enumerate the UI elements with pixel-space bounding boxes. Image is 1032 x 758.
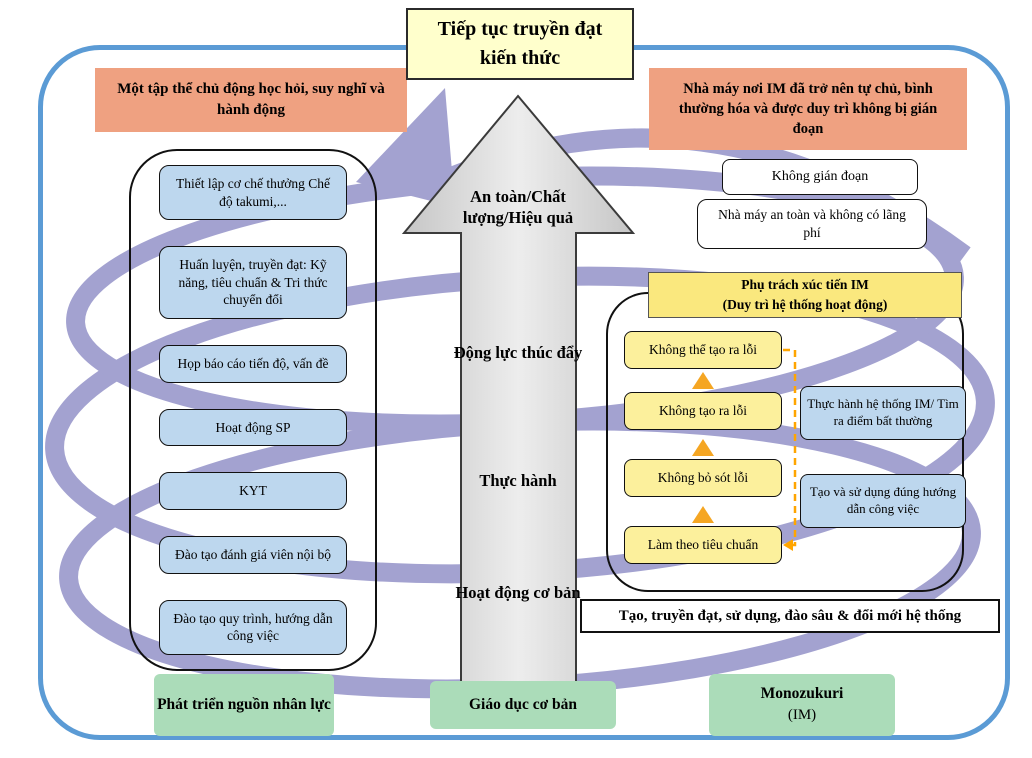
im-step-item: Không tạo ra lỗi bbox=[624, 392, 782, 430]
learning-collective-text: Một tập thể chủ động học hỏi, suy nghĩ v… bbox=[117, 81, 385, 118]
arrow-level-text: An toàn/Chất lượng/Hiệu quả bbox=[462, 187, 574, 228]
arrow-level-motivation: Động lực thúc đẩy bbox=[448, 342, 588, 363]
hr-activity-item: Hoạt động SP bbox=[159, 408, 347, 447]
footer-hr-development: Phát triển nguồn nhân lực bbox=[154, 674, 334, 736]
system-renewal-text: Tạo, truyền đạt, sử dụng, đào sâu & đổi … bbox=[618, 607, 962, 624]
arrow-level-text: Thực hành bbox=[479, 471, 557, 490]
hr-activity-item: Thiết lập cơ chế thưởng Chế độ takumi,..… bbox=[159, 165, 347, 221]
autonomous-factory-text: Nhà máy nơi IM đã trở nên tự chủ, bình t… bbox=[678, 80, 938, 138]
step-up-arrow-icon bbox=[692, 439, 714, 456]
no-interruption-note: Không gián đoạn bbox=[722, 159, 918, 195]
learning-collective-banner: Một tập thể chủ động học hỏi, suy nghĩ v… bbox=[95, 68, 407, 132]
hr-activity-item: Đào tạo quy trình, hướng dẫn công việc bbox=[159, 599, 347, 655]
hr-activity-item: Đào tạo đánh giá viên nội bộ bbox=[159, 536, 347, 574]
arrow-level-practice: Thực hành bbox=[448, 470, 588, 491]
step-up-arrow-icon bbox=[692, 506, 714, 523]
footer-basic-education: Giáo dục cơ bản bbox=[430, 681, 616, 729]
im-header-line2: (Duy trì hệ thống hoạt động) bbox=[722, 297, 888, 312]
arrow-level-text: Hoạt động cơ bản bbox=[455, 583, 581, 602]
safe-factory-text: Nhà máy an toàn và không có lãng phí bbox=[718, 207, 906, 240]
arrow-level-text: Động lực thúc đẩy bbox=[453, 343, 583, 362]
title-text: Tiếp tục truyền đạt kiến thức bbox=[437, 18, 603, 69]
hr-activity-item: Họp báo cáo tiến độ, vấn đề bbox=[159, 345, 347, 383]
footer-monozukuri: Monozukuri (IM) bbox=[709, 674, 895, 736]
arrow-level-safety-quality: An toàn/Chất lượng/Hiệu quả bbox=[440, 186, 596, 229]
footer-basic-education-text: Giáo dục cơ bản bbox=[468, 695, 578, 713]
title-banner: Tiếp tục truyền đạt kiến thức bbox=[406, 8, 634, 80]
im-panel-header: Phụ trách xúc tiến IM (Duy trì hệ thống … bbox=[648, 272, 962, 318]
im-practice-note: Thực hành hệ thống IM/ Tìm ra điểm bất t… bbox=[800, 386, 966, 440]
hr-activity-item: KYT bbox=[159, 472, 347, 510]
im-step-item: Làm theo tiêu chuẩn bbox=[624, 526, 782, 564]
hr-activities-panel: Thiết lập cơ chế thưởng Chế độ takumi,..… bbox=[129, 149, 377, 671]
autonomous-factory-banner: Nhà máy nơi IM đã trở nên tự chủ, bình t… bbox=[649, 68, 967, 150]
work-instruction-note: Tạo và sử dụng đúng hướng dẫn công việc bbox=[800, 474, 966, 528]
footer-monozukuri-text: Monozukuri bbox=[760, 685, 844, 703]
no-interruption-text: Không gián đoạn bbox=[771, 169, 869, 184]
step-up-arrow-icon bbox=[692, 372, 714, 389]
im-header-line1: Phụ trách xúc tiến IM bbox=[741, 277, 869, 293]
system-renewal-banner: Tạo, truyền đạt, sử dụng, đào sâu & đổi … bbox=[580, 599, 1000, 633]
arrow-level-basic-activity: Hoạt động cơ bản bbox=[448, 582, 588, 603]
safe-factory-note: Nhà máy an toàn và không có lãng phí bbox=[697, 199, 927, 249]
im-step-item: Không thể tạo ra lỗi bbox=[624, 331, 782, 369]
footer-hr-development-text: Phát triển nguồn nhân lực bbox=[157, 695, 331, 713]
hr-activity-item: Huấn luyện, truyền đạt: Kỹ năng, tiêu ch… bbox=[159, 246, 347, 319]
footer-monozukuri-sub-text: (IM) bbox=[787, 707, 817, 724]
im-step-item: Không bỏ sót lỗi bbox=[624, 459, 782, 497]
